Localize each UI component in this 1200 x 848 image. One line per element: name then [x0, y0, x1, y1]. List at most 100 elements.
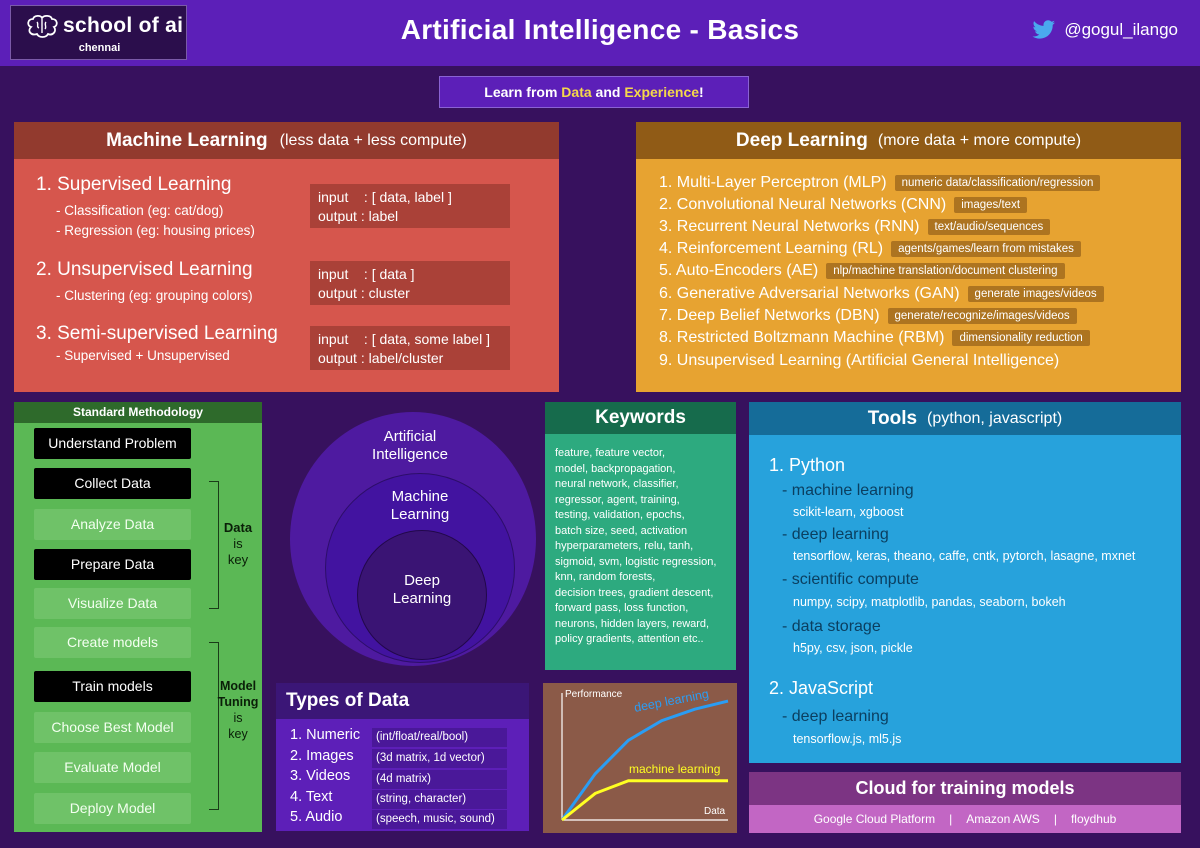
dl-item: 7. Deep Belief Networks (DBN)generate/re…	[659, 307, 1077, 325]
ml-io-output: output : cluster	[318, 285, 410, 301]
ml-io-box: input : [ data, label ] output : label	[310, 184, 510, 228]
ml-section-title: 2. Unsupervised Learning	[36, 259, 253, 280]
step-train-models: Train models	[34, 671, 191, 702]
twitter-bird-icon	[1032, 20, 1056, 39]
step-understand-problem: Understand Problem	[34, 428, 191, 459]
data-key-rest2: key	[227, 552, 249, 567]
data-type-label: 4. Text	[290, 789, 333, 805]
step-evaluate-model: Evaluate Model	[34, 752, 191, 783]
ml-section-title: 1. Supervised Learning	[36, 174, 232, 195]
cloud-provider-google: Google Cloud Platform	[813, 812, 936, 826]
ml-io-output: output : label	[318, 208, 399, 224]
ml-io-input: input : [ data, some label ]	[318, 331, 490, 347]
dl-circle	[357, 530, 487, 660]
tagline-middle: and	[591, 84, 625, 100]
dl-item-label: 5. Auto-Encoders (AE)	[659, 262, 819, 279]
tool-group-name: - data storage	[782, 618, 881, 635]
cloud-title: Cloud for training models	[749, 772, 1181, 805]
dl-label-line1: Deep	[404, 572, 440, 589]
dl-item-tag: generate images/videos	[967, 286, 1104, 302]
machine-learning-panel: Machine Learning (less data + less compu…	[14, 122, 559, 392]
dl-item: 9. Unsupervised Learning (Artificial Gen…	[659, 352, 1059, 370]
tuning-brace	[209, 642, 219, 810]
keyword-line: neurons, hidden layers, reward,	[555, 617, 710, 630]
tool-group-name: - scientific compute	[782, 571, 919, 588]
performance-chart: Performance Data deep learning machine l…	[543, 683, 737, 833]
machine-learning-subtitle: (less data + less compute)	[279, 131, 467, 149]
tool-group-libs: tensorflow, keras, theano, caffe, cntk, …	[793, 549, 1136, 563]
logo-title: school of ai	[63, 14, 184, 37]
ml-io-input: input : [ data ]	[318, 266, 415, 282]
dl-item-tag: numeric data/classification/regression	[894, 175, 1101, 191]
keyword-line: knn, random forests,	[555, 571, 656, 583]
dl-item: 6. Generative Adversarial Networks (GAN)…	[659, 285, 1104, 303]
keywords-title: Keywords	[545, 402, 736, 434]
step-analyze-data: Analyze Data	[34, 509, 191, 540]
tagline-prefix: Learn from	[484, 84, 562, 100]
tools-subtitle: (python, javascript)	[927, 409, 1063, 427]
y-axis-label: Performance	[565, 689, 623, 700]
cloud-provider-floydhub: floydhub	[1070, 812, 1117, 826]
keyword-line: forward pass, loss function,	[555, 602, 689, 614]
tagline: Learn from Data and Experience!	[439, 76, 749, 108]
dl-item-tag: text/audio/sequences	[927, 219, 1051, 235]
x-axis-label: Data	[704, 806, 726, 817]
keywords-panel: Keywords feature, feature vector, model,…	[545, 402, 736, 670]
tool-group-libs: h5py, csv, json, pickle	[793, 641, 913, 655]
cloud-separator: |	[1053, 812, 1057, 826]
ml-io-box: input : [ data, some label ] output : la…	[310, 326, 510, 370]
ai-ml-dl-venn: Artificial Intelligence Machine Learning…	[275, 400, 536, 675]
tool-group-name: - machine learning	[782, 482, 914, 499]
dl-item-tag: agents/games/learn from mistakes	[891, 241, 1081, 257]
dl-item: 4. Reinforcement Learning (RL)agents/gam…	[659, 240, 1081, 258]
keyword-line: policy gradients, attention etc..	[555, 633, 704, 645]
keyword-line: regressor, agent, training,	[555, 493, 680, 506]
ml-section-item: - Supervised + Unsupervised	[56, 348, 230, 363]
performance-chart-svg: Performance Data deep learning machine l…	[560, 687, 729, 822]
step-prepare-data: Prepare Data	[34, 549, 191, 580]
python-title: 1. Python	[769, 455, 846, 475]
logo-subtitle: chennai	[78, 42, 121, 54]
ml-section-title: 3. Semi-supervised Learning	[36, 323, 278, 344]
types-of-data-panel: Types of Data 1. Numeric (int/float/real…	[276, 683, 529, 831]
data-type-desc: (int/float/real/bool)	[372, 728, 507, 747]
tools-header: Tools (python, javascript)	[749, 402, 1181, 435]
data-type-label: 3. Videos	[290, 768, 351, 784]
cloud-provider-aws: Amazon AWS	[966, 812, 1040, 826]
deep-learning-header: Deep Learning (more data + more compute)	[636, 122, 1181, 159]
ml-label-line2: Learning	[390, 506, 450, 523]
ml-io-box: input : [ data ] output : cluster	[310, 261, 510, 305]
tuning-key-bold1: Model	[219, 679, 257, 693]
methodology-title: Standard Methodology	[14, 402, 262, 423]
ml-io-output: output : label/cluster	[318, 350, 444, 366]
ml-io-input: input : [ data, label ]	[318, 189, 452, 205]
tool-group-name: - deep learning	[782, 708, 889, 725]
tuning-key-rest1: is	[233, 711, 243, 725]
data-type-label: 5. Audio	[290, 809, 343, 825]
tuning-key-rest2: key	[228, 727, 248, 741]
cloud-panel: Cloud for training models Google Cloud P…	[749, 772, 1181, 833]
dl-item: 3. Recurrent Neural Networks (RNN)text/a…	[659, 218, 1051, 236]
methodology-panel: Standard Methodology Understand Problem …	[14, 402, 262, 832]
machine-learning-series-label: machine learning	[629, 762, 720, 776]
data-type-desc: (3d matrix, 1d vector)	[372, 749, 507, 768]
dl-label-line2: Learning	[392, 590, 452, 607]
machine-learning-title: Machine Learning	[106, 129, 268, 151]
twitter-handle[interactable]: @gogul_ilango	[1032, 20, 1178, 40]
machine-learning-header: Machine Learning (less data + less compu…	[14, 122, 559, 159]
keyword-line: neural network, classifier,	[555, 478, 679, 490]
school-of-ai-logo: school of ai chennai	[10, 5, 187, 60]
data-type-desc: (speech, music, sound)	[372, 810, 507, 829]
dl-item-tag: generate/recognize/images/videos	[887, 308, 1077, 324]
tagline-suffix: !	[699, 84, 704, 100]
brain-icon	[27, 14, 58, 38]
keyword-line: hyperparameters, relu, tanh,	[555, 540, 694, 552]
model-tuning-is-key-note: Model Tuning is key	[212, 678, 264, 742]
tool-group-libs: numpy, scipy, matplotlib, pandas, seabor…	[793, 595, 1066, 609]
tool-group-name: - deep learning	[782, 526, 889, 543]
data-type-label: 1. Numeric	[290, 727, 361, 743]
dl-item-label: 2. Convolutional Neural Networks (CNN)	[659, 196, 947, 213]
ml-section-item: - Classification (eg: cat/dog)	[56, 203, 224, 218]
step-choose-best-model: Choose Best Model	[34, 712, 191, 743]
javascript-title: 2. JavaScript	[769, 678, 874, 698]
